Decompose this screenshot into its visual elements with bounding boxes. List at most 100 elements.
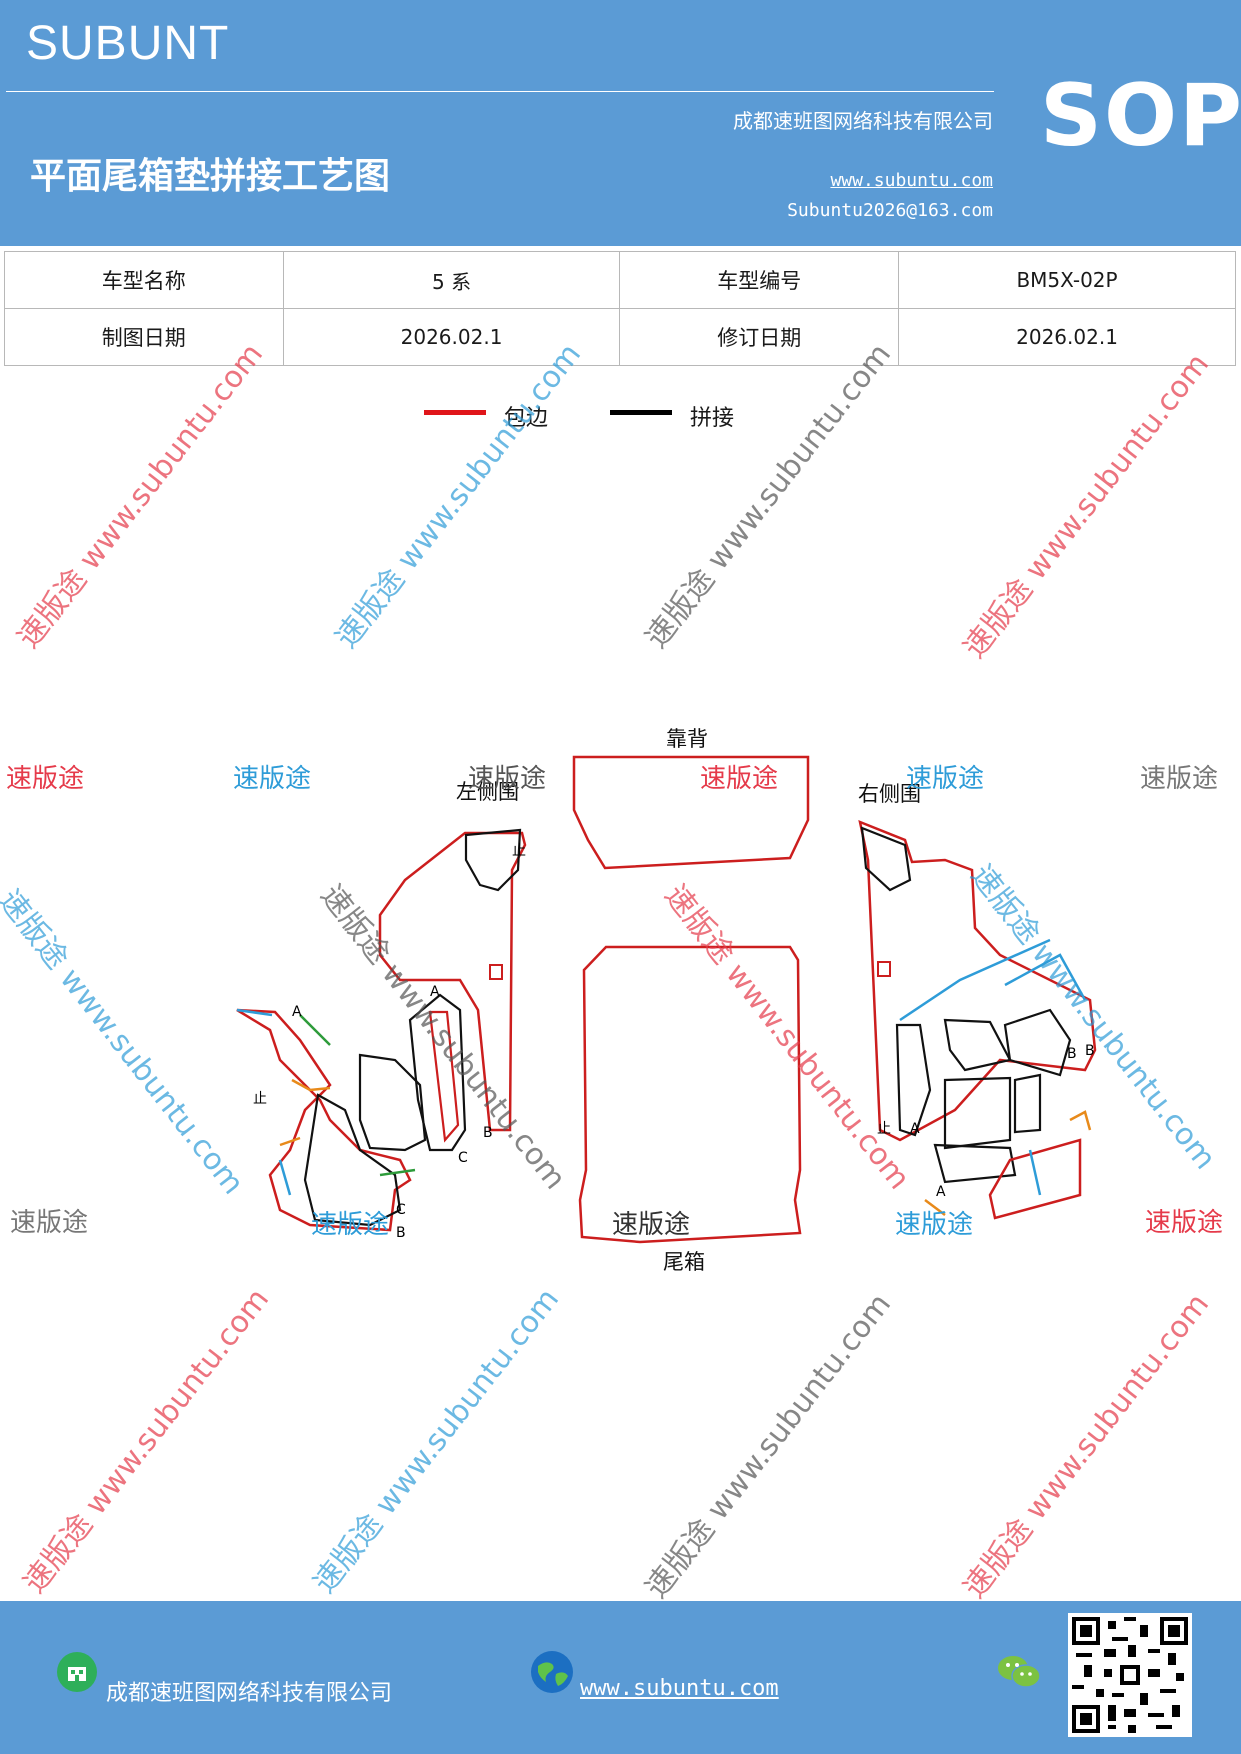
watermark-label: 速版途 — [1140, 764, 1219, 794]
watermark-label: 速版途 — [311, 1210, 390, 1240]
label-left-side: 左侧围 — [456, 780, 519, 804]
watermark-label: 速版途 — [233, 764, 312, 794]
legend-swatch-binding — [424, 410, 486, 415]
right-side-lower-piece — [988, 1138, 1082, 1220]
watermark: 速版途 www.subuntu.com — [16, 1282, 277, 1600]
marker-a: A — [910, 1121, 920, 1137]
marker-b: B — [1067, 1046, 1077, 1062]
table-cell: BM5X-02P — [898, 251, 1236, 309]
left-side-cutout — [489, 964, 503, 980]
back-panel-outline — [572, 755, 810, 870]
table-row: 制图日期 2026.02.1 修订日期 2026.02.1 — [4, 308, 1236, 366]
qr-code — [1068, 1613, 1192, 1737]
watermark: 速版途 www.subuntu.com — [306, 1282, 567, 1600]
marker-stop: 止 — [253, 1091, 267, 1107]
marker-c: C — [458, 1150, 468, 1166]
trunk-panel-outline — [578, 945, 802, 1244]
watermark-label: 速版途 — [468, 764, 547, 794]
table-row: 车型名称 5 系 车型编号 BM5X-02P — [4, 251, 1236, 309]
sop-badge: SOP — [1040, 66, 1241, 166]
label-trunk: 尾箱 — [663, 1250, 705, 1274]
left-side-green-edge — [299, 1014, 331, 1046]
qr-code-pattern — [1072, 1617, 1188, 1733]
left-side-blue-tail — [278, 1159, 292, 1196]
left-side-orange-tail — [279, 1136, 301, 1147]
label-right-side: 右侧围 — [858, 782, 921, 806]
left-side-red-strip — [428, 1010, 460, 1143]
right-side-spliced-piece-4 — [1013, 1073, 1042, 1134]
table-cell: 2026.02.1 — [898, 308, 1236, 366]
right-side-spliced-piece-3 — [943, 1076, 1012, 1150]
label-back: 靠背 — [666, 727, 708, 751]
table-cell: 5 系 — [282, 251, 621, 309]
left-side-orange-edge — [291, 1078, 331, 1092]
marker-a: A — [292, 1004, 302, 1020]
building-icon — [57, 1652, 97, 1692]
watermark-label: 速版途 — [906, 764, 985, 794]
header-banner: SUBUNT 平面尾箱垫拼接工艺图 成都速班图网络科技有限公司 www.subu… — [0, 0, 1241, 246]
website-link[interactable]: www.subuntu.com — [830, 170, 993, 191]
table-cell: 修订日期 — [619, 308, 900, 366]
right-side-cutout — [877, 961, 891, 977]
email-address[interactable]: Subuntu2026@163.com — [787, 200, 993, 221]
left-side-upper-piece — [464, 828, 522, 892]
right-side-upper-piece — [860, 826, 912, 892]
right-side-left-strip — [895, 1023, 932, 1137]
table-cell: 制图日期 — [4, 308, 284, 366]
header-divider — [6, 91, 994, 92]
left-side-green-tail — [379, 1168, 416, 1177]
right-side-blue-edge-2 — [1004, 953, 1087, 1001]
legend-label-splice: 拼接 — [690, 406, 735, 431]
watermark-label: 速版途 — [612, 1210, 691, 1240]
left-side-strip-piece — [408, 993, 467, 1152]
marker-b: B — [396, 1225, 406, 1241]
left-side-blue-edge — [236, 1008, 273, 1017]
table-cell: 车型名称 — [4, 251, 284, 309]
page-title: 平面尾箱垫拼接工艺图 — [30, 155, 391, 197]
marker-c: C — [396, 1202, 406, 1218]
watermark: 速版途 www.subuntu.com — [956, 1287, 1217, 1605]
company-name: 成都速班图网络科技有限公司 — [733, 109, 993, 133]
watermark: 速版途 www.subuntu.com — [638, 337, 899, 655]
wechat-icon — [998, 1656, 1041, 1688]
table-cell: 车型编号 — [619, 251, 900, 309]
right-side-orange-small — [924, 1199, 946, 1216]
legend-swatch-splice — [610, 410, 672, 415]
diagram-canvas: A 止 A B C C B 止 止 A B B A — [236, 755, 1097, 1244]
watermark: 速版途 www.subuntu.com — [10, 337, 271, 655]
watermark-label: 速版途 — [1145, 1208, 1224, 1238]
legend: 包边 拼接 — [424, 400, 754, 440]
marker-stop: 止 — [877, 1121, 891, 1137]
footer-company: 成都速班图网络科技有限公司 — [106, 1681, 393, 1706]
watermark: 速版途 www.subuntu.com — [956, 347, 1217, 665]
watermark-label: 速版途 — [6, 764, 85, 794]
right-side-blue-edge — [899, 938, 1051, 1022]
vehicle-info-table: 车型名称 5 系 车型编号 BM5X-02P 制图日期 2026.02.1 修订… — [4, 251, 1236, 366]
watermark: 速版途 www.subuntu.com — [328, 337, 589, 655]
watermark-label: 速版途 — [700, 764, 779, 794]
marker-stop: 止 — [512, 843, 526, 859]
right-side-orange-edge — [1069, 1110, 1092, 1131]
left-side-main-outline — [378, 831, 527, 1132]
right-side-spliced-piece-1 — [943, 1018, 1012, 1072]
left-side-lower-outline — [236, 1008, 412, 1232]
watermark-label: 速版途 — [895, 1210, 974, 1240]
globe-icon — [531, 1651, 573, 1693]
brand-name: SUBUNT — [26, 17, 230, 70]
right-side-spliced-piece-2 — [1003, 1008, 1072, 1077]
footer-website-link[interactable]: www.subuntu.com — [580, 1676, 779, 1701]
marker-a: A — [936, 1184, 946, 1200]
watermark: 速版途 www.subuntu.com — [638, 1287, 899, 1605]
legend-label-binding: 包边 — [504, 406, 549, 431]
right-side-spliced-piece-5 — [933, 1143, 1017, 1184]
watermark-label: 速版途 — [10, 1208, 89, 1238]
marker-b: B — [1085, 1043, 1095, 1059]
marker-b: B — [483, 1125, 493, 1141]
table-cell: 2026.02.1 — [282, 308, 621, 366]
right-side-blue-lower — [1028, 1149, 1042, 1196]
left-side-spliced-piece — [358, 1053, 427, 1152]
right-side-main-outline — [858, 819, 1097, 1142]
marker-a: A — [430, 984, 440, 1000]
trunk-mat-diagram: A 止 A B C C B 止 止 A B B A — [0, 700, 1241, 1280]
left-side-lower-piece — [303, 1093, 402, 1227]
